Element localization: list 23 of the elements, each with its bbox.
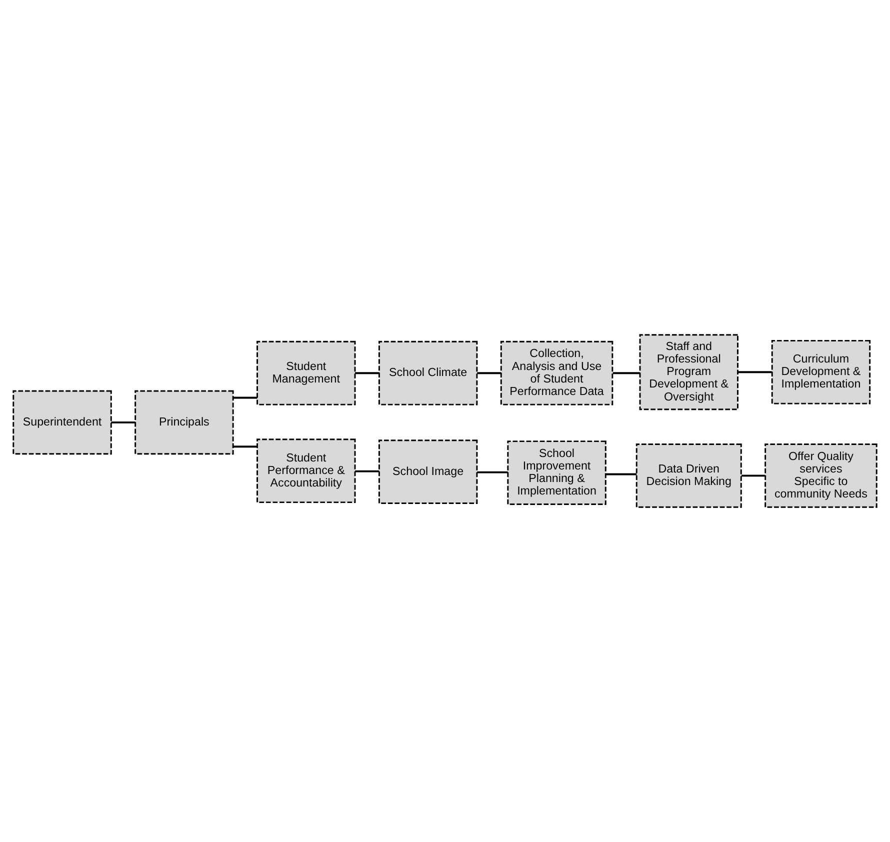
connector <box>741 474 766 477</box>
node-box: Staff and Professional Program Development & Oversight <box>639 334 738 410</box>
connector <box>355 470 380 472</box>
connector <box>606 473 637 476</box>
node-box: Student Management <box>256 340 356 406</box>
connector <box>477 372 501 374</box>
node-box: Principals <box>134 390 234 455</box>
node-box: Collection, Analysis and Use of Student Performance Data <box>500 340 614 406</box>
connector <box>233 396 258 399</box>
node-box: Superintendent <box>12 390 112 455</box>
connector <box>355 372 380 374</box>
node-box: Offer Quality services Specific to community Needs <box>764 444 878 508</box>
connector <box>738 371 772 374</box>
node-box: Data Driven Decision Making <box>636 444 742 508</box>
node-box: Curriculum Development & Implementation <box>771 340 871 404</box>
node-box: School Image <box>378 440 478 504</box>
node-box: Student Performance & Accountability <box>256 438 356 504</box>
connector <box>477 471 508 474</box>
connector <box>111 421 136 424</box>
node-box: School Climate <box>378 340 478 406</box>
connector <box>612 372 640 374</box>
connector <box>233 446 258 448</box>
node-box: School Improvement Planning & Implementation <box>507 440 606 505</box>
